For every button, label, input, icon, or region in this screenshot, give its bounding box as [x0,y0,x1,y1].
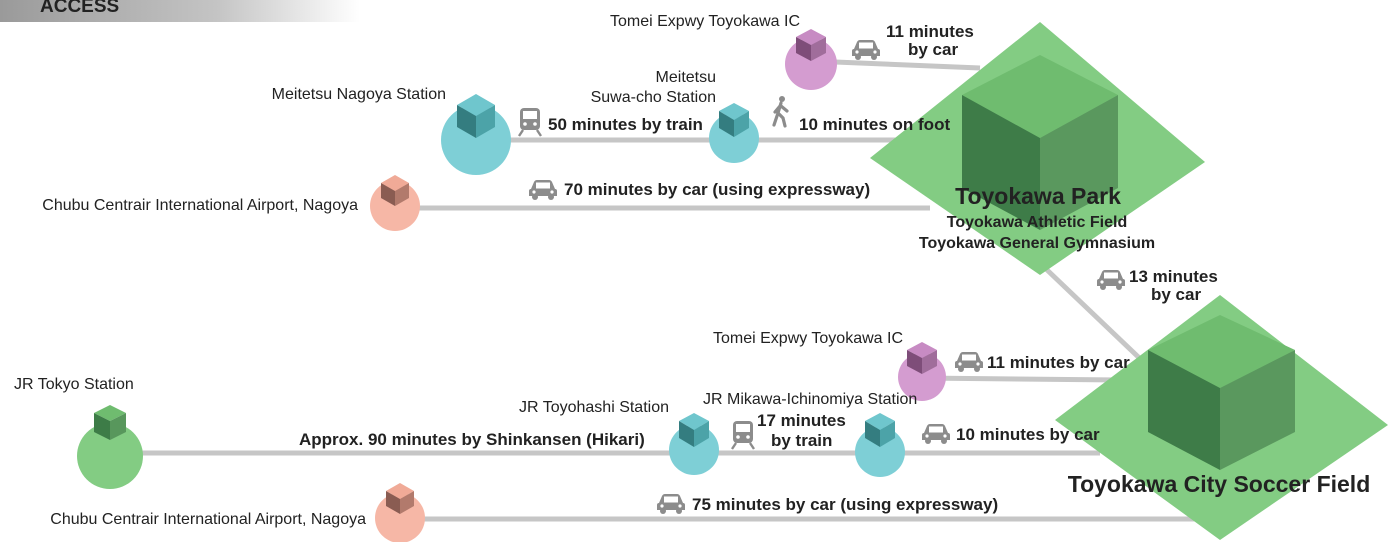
car-icon [529,180,557,200]
airport-node-top [370,175,420,231]
tomei-ic-time-bottom: 11 minutes by car [987,353,1130,372]
walk-icon [772,94,789,128]
train-icon [517,106,543,138]
link-time-2: by car [1151,285,1201,304]
airport-label-bottom: Chubu Centrair International Airport, Na… [50,511,366,528]
line-bottom-ic [919,375,1121,383]
toyokawa-park-node [870,22,1205,275]
suwacho-label-2: Suwa-cho Station [591,89,716,106]
line-top-ic [834,59,981,71]
tomei-ic-node-bottom [898,342,946,401]
tomei-ic-time-top-2: by car [908,40,958,59]
train-leg-label-1: 17 minutes [757,411,846,430]
train-leg-label-2: by train [771,431,832,450]
tomei-ic-node-top [785,29,837,90]
tomei-ic-time-top-1: 11 minutes [886,22,974,41]
soccer-title: Toyokawa City Soccer Field [1068,471,1371,497]
foot-leg-label: 10 minutes on foot [799,115,950,134]
tomei-ic-label-bottom: Tomei Expwy Toyokawa IC [713,330,903,347]
jr-tokyo-label: JR Tokyo Station [14,376,134,393]
park-sub-athletic: Toyokawa Athletic Field [947,214,1127,231]
airport-node-bottom [375,483,425,542]
suwacho-node [709,103,759,163]
jr-ichinomiya-node [855,413,905,477]
meitetsu-nagoya-node [441,94,511,175]
access-banner [0,0,360,22]
airport-time-top: 70 minutes by car (using expressway) [564,180,870,199]
airport-label-top: Chubu Centrair International Airport, Na… [42,197,358,214]
jr-toyohashi-label: JR Toyohashi Station [519,399,669,416]
suwacho-label-1: Meitetsu [656,69,716,86]
meitetsu-nagoya-label: Meitetsu Nagoya Station [272,86,446,103]
shinkansen-leg-label: Approx. 90 minutes by Shinkansen (Hikari… [299,430,645,449]
soccer-field-node [1055,295,1388,540]
jr-toyohashi-node [669,413,719,475]
car-icon [1097,270,1125,290]
train-icon [730,419,756,451]
car-icon [922,424,950,444]
airport-time-bottom: 75 minutes by car (using expressway) [692,495,998,514]
park-sub-gymnasium: Toyokawa General Gymnasium [919,235,1155,252]
jr-ichinomiya-label: JR Mikawa-Ichinomiya Station [703,391,917,408]
access-title: ACCESS [40,0,119,17]
park-title: Toyokawa Park [955,183,1121,209]
car-icon [657,494,685,514]
car-leg-label: 10 minutes by car [956,425,1100,444]
tomei-ic-label-top: Tomei Expwy Toyokawa IC [610,13,800,30]
car-icon [955,352,983,372]
link-time-1: 13 minutes [1129,267,1218,286]
train-leg-label: 50 minutes by train [548,115,703,134]
jr-tokyo-node [77,405,143,489]
car-icon [852,40,880,60]
